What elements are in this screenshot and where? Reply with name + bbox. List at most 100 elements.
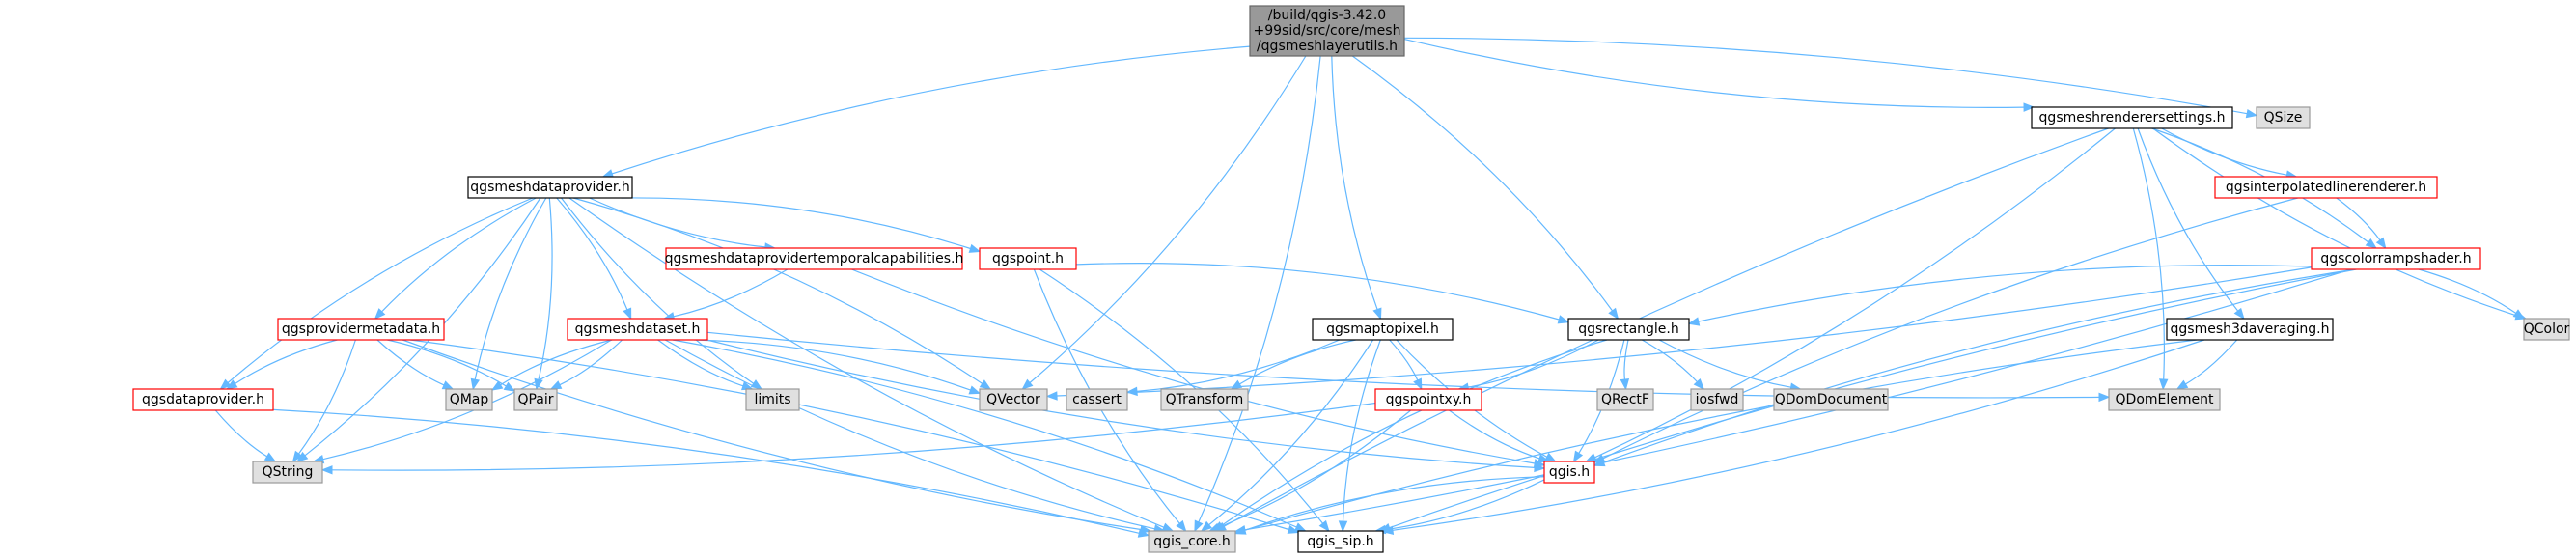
edge-line: [1392, 339, 2205, 531]
node-limits: limits: [745, 388, 800, 411]
edge-arrowhead: [968, 385, 982, 395]
node-box: [2256, 106, 2311, 129]
edge-line: [2336, 197, 2381, 241]
node-label: QMap: [450, 392, 489, 407]
nodes-layer: /build/qgis-3.42.0+99sid/src/core/mesh/q…: [132, 5, 2570, 553]
node-averaging[interactable]: qgsmesh3daveraging.h: [2166, 318, 2334, 341]
node-label: qgsrectangle.h: [1578, 321, 1678, 337]
node-label: qgscolorrampshader.h: [2320, 251, 2471, 266]
edge-arrowhead: [2098, 392, 2111, 403]
edge-arrowhead: [2158, 378, 2169, 391]
edge-provmeta-to-sip: [409, 339, 1300, 534]
edge-arrowhead: [2175, 379, 2189, 390]
node-colorramp[interactable]: qgscolorrampshader.h: [2311, 247, 2481, 270]
node-point[interactable]: qgspoint.h: [979, 247, 1077, 270]
edge-arrowhead: [2365, 238, 2377, 249]
edge-interp-to-colorramp: [2336, 197, 2387, 250]
edge-arrowhead: [441, 380, 455, 390]
node-label: qgis_core.h: [1153, 534, 1231, 549]
edge-line: [1594, 127, 2116, 459]
edge-root-to-qvector: [1021, 55, 1307, 390]
edge-colorramp-to-rectangle: [1687, 265, 2313, 326]
edge-arrowhead: [1693, 378, 1705, 390]
edge-line: [2185, 339, 2238, 385]
edge-sdataprov-to-core: [272, 408, 1150, 538]
node-dataprov[interactable]: qgsmeshdataprovider.h: [467, 176, 633, 199]
node-cassert: cassert: [1066, 388, 1128, 411]
edge-line: [474, 197, 547, 380]
edge-line: [298, 339, 356, 455]
edge-pointxy-to-qgis: [1449, 409, 1550, 463]
edge-line: [1221, 339, 1608, 526]
edge-line: [1208, 339, 1374, 526]
edge-line: [568, 197, 1165, 528]
edge-dataset-to-qgis: [706, 339, 1546, 473]
node-label: QPair: [517, 392, 553, 407]
edge-line: [706, 339, 1536, 468]
edge-line: [1602, 197, 2298, 460]
edge-maptopixel-to-core: [1200, 339, 1374, 532]
edge-provmeta-to-qstring: [291, 339, 356, 463]
node-box: [1066, 388, 1128, 411]
edge-arrowhead: [225, 379, 238, 390]
node-label: /qgsmeshlayerutils.h: [1257, 39, 1398, 54]
node-root: /build/qgis-3.42.0+99sid/src/core/mesh/q…: [1249, 5, 1405, 57]
edge-arrowhead: [219, 378, 232, 390]
node-qpair: QPair: [513, 388, 558, 411]
node-label: QString: [263, 464, 314, 480]
node-box: [2166, 318, 2334, 341]
edge-line: [556, 197, 628, 311]
edge-line: [589, 197, 765, 248]
node-label: qgsmeshdataprovider.h: [470, 180, 629, 195]
edge-arrowhead: [1557, 315, 1570, 324]
node-box: [1297, 530, 1384, 553]
node-label: QDomDocument: [1775, 392, 1888, 407]
edge-arrowhead: [1413, 377, 1423, 391]
edge-line: [1449, 409, 1540, 460]
edge-dataset-to-qvector: [694, 339, 982, 395]
edge-arrowhead: [320, 465, 333, 475]
edge-dataprov-to-temporal: [589, 197, 777, 252]
edge-line: [409, 339, 1289, 531]
node-qtransform: QTransform: [1160, 388, 1249, 411]
edge-arrowhead: [1045, 391, 1058, 401]
edge-line: [1244, 268, 2351, 531]
edge-line: [1056, 266, 2313, 397]
edge-arrowhead: [1176, 519, 1187, 533]
edge-line: [1218, 409, 1412, 528]
node-renderset[interactable]: qgsmeshrenderersettings.h: [2031, 106, 2233, 129]
node-box: [745, 388, 800, 411]
node-label: qgis.h: [1549, 464, 1590, 480]
edge-line: [227, 197, 534, 383]
node-temporal[interactable]: qgsmeshdataprovidertemporalcapabilities.…: [665, 247, 964, 270]
edge-arrowhead: [1620, 378, 1630, 391]
node-dataset[interactable]: qgsmeshdataset.h: [567, 318, 708, 341]
edge-point-to-sip: [1039, 268, 1330, 533]
edge-dataprov-to-dataset: [556, 197, 632, 321]
edge-line: [1198, 55, 1321, 523]
edge-arrowhead: [503, 381, 516, 392]
edge-line: [1342, 339, 1381, 522]
edge-line: [214, 409, 267, 458]
edge-colorramp-to-qvector: [1045, 266, 2313, 401]
node-label: cassert: [1072, 392, 1122, 407]
node-sip[interactable]: qgis_sip.h: [1297, 530, 1384, 553]
node-label: qgsprovidermetadata.h: [282, 321, 440, 337]
node-sdataprov[interactable]: qgsdataprovider.h: [132, 388, 274, 411]
edge-arrowhead: [1214, 521, 1227, 532]
edge-line: [2152, 127, 2517, 317]
edge-line: [381, 197, 537, 313]
edge-arrowhead: [1534, 462, 1546, 473]
edge-line: [2161, 127, 2287, 176]
node-rectangle[interactable]: qgsrectangle.h: [1567, 318, 1690, 341]
node-provmeta[interactable]: qgsprovidermetadata.h: [277, 318, 445, 341]
node-maptopixel[interactable]: qgsmaptopixel.h: [1312, 318, 1454, 341]
edge-arrowhead: [263, 452, 277, 462]
node-qgis[interactable]: qgis.h: [1543, 461, 1595, 484]
node-interp[interactable]: qgsinterpolatedlinerenderer.h: [2214, 176, 2438, 199]
edge-line: [1403, 37, 2248, 115]
node-box: [2031, 106, 2233, 129]
node-pointxy[interactable]: qgspointxy.h: [1374, 388, 1482, 411]
edge-arrowhead: [1161, 522, 1175, 532]
edge-line: [1623, 339, 1629, 380]
